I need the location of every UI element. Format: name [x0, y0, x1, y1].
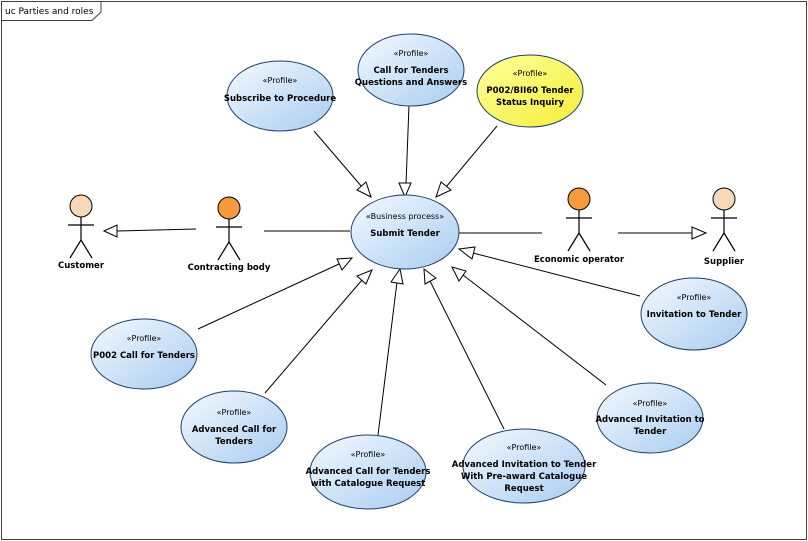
actor-label: Contracting body — [188, 263, 271, 273]
arrowhead-advcftcat — [390, 267, 404, 285]
actor-economic-operator[interactable]: Economic operator — [534, 187, 625, 265]
arrowhead-supplier — [691, 226, 708, 240]
arrowhead-customer — [102, 224, 118, 238]
actor-head — [567, 187, 591, 211]
uc-stereotype: «Profile» — [217, 408, 252, 417]
arrowhead-invitation — [457, 246, 476, 260]
arrowhead-subscribe — [356, 181, 372, 198]
uc-stereotype: «Profile» — [394, 49, 429, 58]
actor-body — [566, 210, 592, 252]
uc-label: Advanced Invitation to — [595, 415, 704, 425]
uc-label: P002/BII60 Tender — [486, 86, 574, 96]
include-p002cft[interactable] — [197, 263, 340, 330]
assoc-contracting-customer[interactable] — [115, 228, 197, 232]
uc-label: Subscribe to Procedure — [224, 94, 337, 104]
uc-label: With Pre-award Catalogue — [461, 472, 587, 482]
actor-head — [217, 196, 241, 220]
usecase-subscribe[interactable]: «Profile» Subscribe to Procedure — [224, 60, 337, 132]
usecase-p002cft[interactable]: «Profile» P002 Call for Tenders — [90, 318, 198, 390]
usecase-advcftcat[interactable]: «Profile» Advanced Call for Tenders with… — [306, 434, 431, 510]
connectors — [102, 104, 708, 436]
include-advinv[interactable] — [462, 274, 607, 386]
uc-label: Advanced Call for Tenders — [306, 467, 431, 477]
uc-label: Advanced Invitation to Tender — [452, 460, 597, 470]
include-cftqa[interactable] — [405, 104, 410, 185]
uc-stereotype: «Profile» — [633, 399, 668, 408]
usecase-status[interactable]: «Profile» P002/BII60 Tender Status Inqui… — [476, 54, 584, 128]
uc-stereotype: «Profile» — [507, 443, 542, 452]
actor-head — [69, 194, 93, 218]
uc-label: P002 Call for Tenders — [93, 351, 195, 361]
frame-tab — [1, 1, 102, 21]
arrowhead-cftqa — [398, 182, 412, 199]
uc-label: with Catalogue Request — [311, 479, 426, 489]
arrowhead-p002cft — [336, 257, 354, 271]
uc-label: Tender — [634, 427, 667, 437]
uc-label: Invitation to Tender — [647, 310, 742, 320]
arrowhead-advinvcat — [423, 267, 437, 285]
actor-contracting-body[interactable]: Contracting body — [188, 196, 271, 273]
uc-stereotype: «Profile» — [351, 450, 386, 459]
arrowhead-advinv — [451, 266, 467, 282]
arrowhead-advcft — [356, 269, 373, 285]
uc-label: Request — [504, 484, 543, 494]
include-invitation[interactable] — [472, 252, 641, 297]
actor-label: Customer — [58, 261, 105, 271]
actor-label: Supplier — [704, 257, 745, 267]
actor-customer[interactable]: Customer — [58, 194, 105, 271]
actor-body — [711, 210, 737, 252]
include-status[interactable] — [445, 125, 498, 188]
uc-label: Advanced Call for — [192, 425, 277, 435]
uc-stereotype: «Profile» — [513, 69, 548, 78]
usecase-advinv[interactable]: «Profile» Advanced Invitation to Tender — [595, 382, 705, 454]
usecase-submit[interactable]: «Business process» Submit Tender — [350, 194, 460, 270]
diagram-title: uc Parties and roles — [5, 7, 94, 17]
uc-stereotype: «Profile» — [127, 334, 162, 343]
uc-label: Status Inquiry — [496, 98, 565, 108]
uc-label: Submit Tender — [370, 229, 440, 239]
uc-label: Tenders — [215, 437, 253, 447]
usecase-advinvcat[interactable]: «Profile» Advanced Invitation to Tender … — [452, 428, 597, 504]
actor-supplier[interactable]: Supplier — [704, 187, 745, 267]
actor-body — [216, 219, 242, 261]
actor-label: Economic operator — [534, 255, 625, 265]
include-advinvcat[interactable] — [429, 280, 505, 430]
include-advcft[interactable] — [264, 279, 363, 394]
uc-label: Call for Tenders — [373, 66, 448, 76]
uc-label: Questions and Answers — [355, 78, 467, 88]
include-subscribe[interactable] — [313, 130, 363, 188]
uc-stereotype: «Business process» — [366, 212, 444, 221]
actor-head — [712, 187, 736, 211]
include-advcftcat[interactable] — [377, 281, 398, 436]
usecase-cftqa[interactable]: «Profile» Call for Tenders Questions and… — [355, 33, 467, 107]
uc-stereotype: «Profile» — [677, 293, 712, 302]
usecase-invitation[interactable]: «Profile» Invitation to Tender — [640, 277, 748, 351]
actor-body — [68, 217, 94, 259]
uc-stereotype: «Profile» — [263, 76, 298, 85]
usecase-advcft[interactable]: «Profile» Advanced Call for Tenders — [180, 390, 288, 464]
arrowhead-status — [435, 181, 452, 198]
